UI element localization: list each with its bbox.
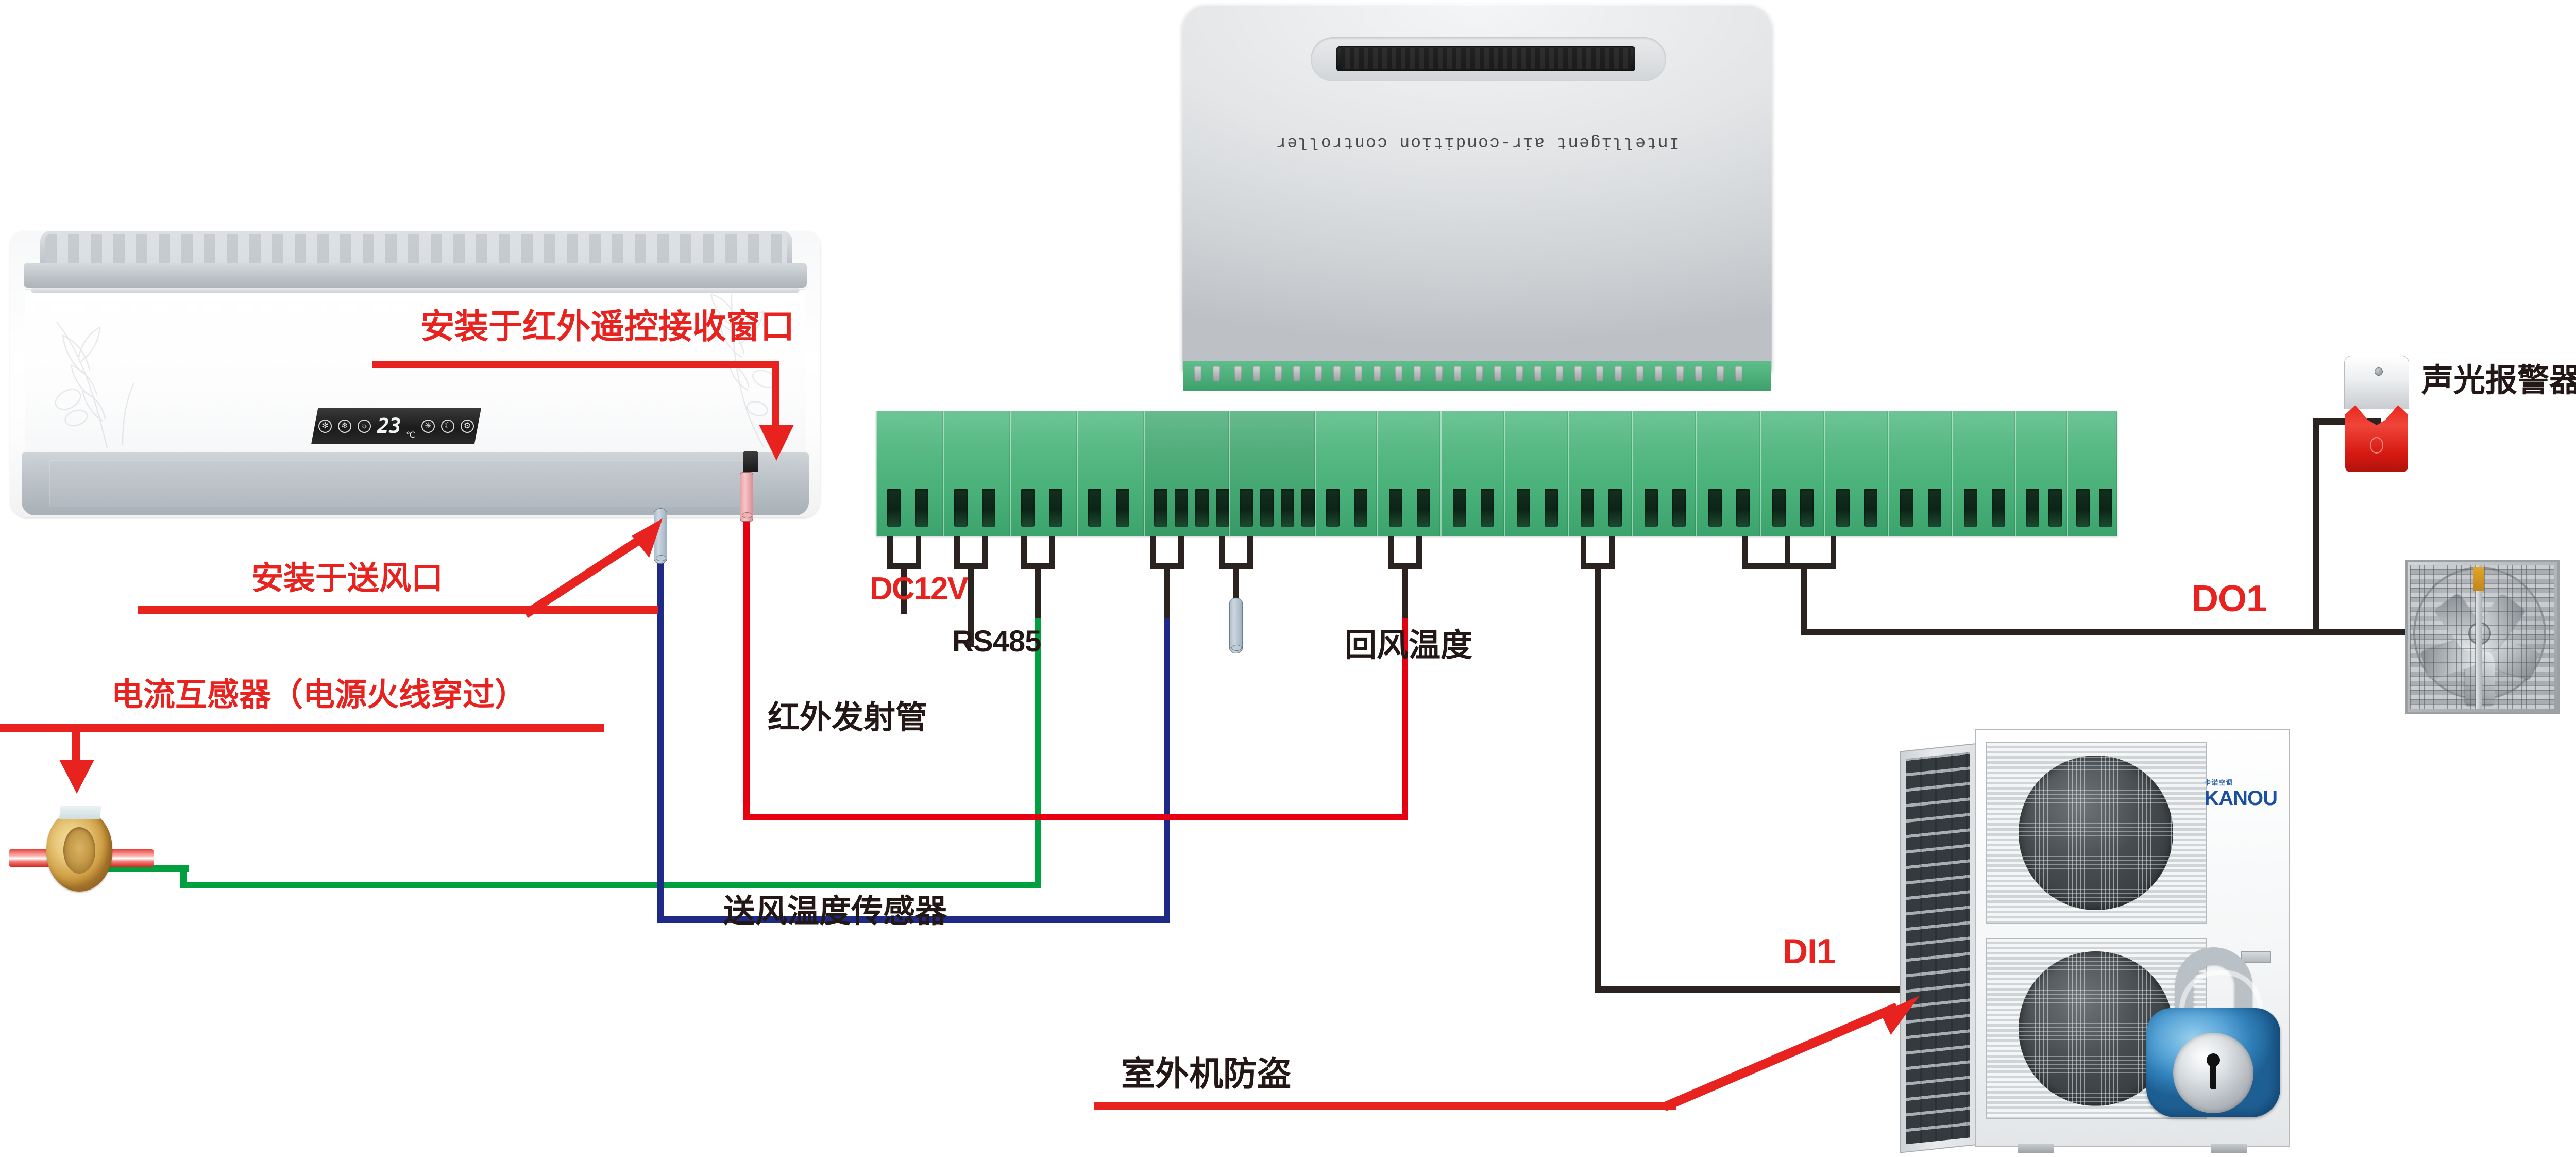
wire-ir-red-vertical-left [743, 522, 750, 820]
controller-terminal-row [1183, 361, 1771, 391]
green-terminal-strip[interactable] [876, 411, 2117, 536]
terminal-clip-do1[interactable] [1742, 536, 1836, 569]
alarm-top-housing [2344, 356, 2409, 409]
indoor-air-conditioner [10, 231, 820, 517]
ct-label-sticker [59, 806, 101, 819]
wire-supply-air-sensor-vertical-left [657, 561, 664, 923]
wire-do1-horizontal-main [1801, 629, 2407, 635]
wire-di1-horizontal [1595, 986, 1928, 993]
terminal-clip-return-air-sensor[interactable] [1219, 536, 1253, 569]
toroidal-current-transformer [46, 806, 112, 892]
intelligent-air-condition-controller: Intelligent air-condition controller [1182, 4, 1772, 380]
anti-theft-padlock [2146, 947, 2280, 1117]
terminal-clip-di1[interactable] [1581, 536, 1615, 569]
wire-do1-branch-vertical [2313, 418, 2319, 635]
floral-decoration-left [55, 322, 135, 448]
controller-brand-text: Intelligent air-condition controller [1275, 133, 1680, 152]
display-temperature: 23 [377, 414, 401, 438]
arrow-ir-receiver [759, 425, 794, 461]
outdoor-unit-brand-logo: 卡诺空调 KANOU [2204, 779, 2278, 810]
infrared-emitter-probe [740, 472, 753, 522]
wire-rs485 [968, 569, 974, 647]
fan-mode-icon: ✻ [318, 420, 332, 433]
label-dc12v: DC12V [870, 571, 969, 607]
arrow-current-transformer [59, 760, 94, 794]
fan-warning-tag [2473, 567, 2484, 591]
terminal-clip-ir-emitter[interactable] [1021, 536, 1055, 569]
wire-ir-emitter-stub [1035, 569, 1041, 619]
label-di1: DI1 [1783, 932, 1836, 971]
leader-ir-receiver-vertical [772, 361, 779, 439]
swing-mode-icon: ⚙ [461, 420, 474, 433]
indoor-unit-top-vent [40, 231, 792, 269]
label-supply-air-outlet: 安装于送风口 [251, 561, 444, 596]
padlock-face-plate [2173, 1033, 2253, 1113]
wire-di1-vertical [1595, 569, 1601, 993]
label-supply-air-temperature-sensor: 送风温度传感器 [723, 894, 947, 929]
dry-mode-icon: ☼ [357, 420, 371, 433]
wire-supply-sensor-vertical-a [1035, 618, 1041, 888]
outdoor-unit-upper-fan [2019, 756, 2173, 910]
leader-current-transformer-vertical [72, 724, 80, 771]
indoor-unit-groove [31, 288, 800, 293]
wire-ct-corner [180, 865, 187, 888]
outdoor-unit-upper-grille [1986, 742, 2207, 924]
leader-ir-receiver-horizontal [372, 361, 779, 368]
ct-core [46, 809, 112, 892]
cool-mode-icon: ❄ [337, 420, 351, 433]
fan-center-post [2476, 565, 2482, 709]
display-temperature-unit: ℃ [406, 431, 416, 440]
indoor-unit-bottom-inset [49, 460, 750, 507]
wire-supply-air-sensor-stub [1164, 569, 1170, 619]
wire-ir-red-vertical-right [1402, 618, 1408, 820]
label-rs485: RS485 [952, 625, 1041, 658]
wire-supply-air-sensor-horizontal [657, 916, 1170, 923]
wire-ct-stub [1402, 569, 1408, 619]
controller-housing: Intelligent air-condition controller [1182, 4, 1772, 380]
outdoor-unit-foot [2018, 1144, 2054, 1153]
indoor-unit-top-bar [24, 263, 807, 288]
wire-return-air-sensor [1233, 569, 1239, 603]
wire-do1-vertical [1801, 569, 1807, 635]
arrow-supply-outlet [526, 518, 663, 618]
ir-receiver-window [743, 451, 758, 472]
terminal-clip-rs485[interactable] [954, 536, 988, 569]
label-return-air-temperature: 回风温度 [1345, 628, 1473, 663]
exhaust-fan [2405, 560, 2560, 714]
label-do1: DO1 [2192, 578, 2267, 619]
label-outdoor-antitheft: 室外机防盗 [1121, 1054, 1291, 1093]
label-alarm: 声光报警器 [2421, 363, 2576, 398]
padlock-body [2146, 1008, 2280, 1117]
outdoor-unit-service-vent [2241, 951, 2271, 963]
terminal-clip-current-transformer[interactable] [1388, 536, 1422, 569]
outdoor-unit-foot [2211, 1144, 2247, 1153]
label-ir-emitter: 红外发射管 [768, 700, 928, 735]
return-air-temperature-probe [1229, 598, 1243, 653]
indoor-unit-display-panel: ✻ ❄ ☼ 23 ℃ ✳ ☾ ⚙ [311, 408, 481, 444]
label-current-transformer: 电流互感器（电源火线穿过） [111, 677, 527, 713]
wire-supply-sensor-horizontal [180, 882, 1041, 888]
terminal-clip-supply-air-sensor[interactable] [1150, 536, 1184, 569]
leader-outdoor-antitheft-horizontal [1094, 1102, 1676, 1110]
terminal-clip-dc12v[interactable] [887, 536, 921, 569]
label-ir-receiver-window: 安装于红外遥控接收窗口 [420, 307, 794, 345]
alarm-mount-screw [2375, 367, 2383, 376]
leader-current-transformer-horizontal [0, 724, 604, 732]
wire-ir-red-horizontal [743, 814, 1408, 820]
sleep-mode-icon: ☾ [441, 420, 455, 433]
wire-supply-air-sensor-vertical-right [1164, 618, 1170, 923]
controller-vent-slot [1336, 46, 1635, 71]
alarm-red-lens [2345, 405, 2408, 472]
heat-mode-icon: ✳ [421, 420, 435, 433]
indoor-unit-body [10, 231, 820, 517]
arrow-outdoor-antitheft [1664, 996, 1920, 1112]
padlock-keyhole [2207, 1053, 2220, 1089]
wire-dc12v [901, 569, 907, 614]
sound-light-alarm [2344, 356, 2409, 474]
